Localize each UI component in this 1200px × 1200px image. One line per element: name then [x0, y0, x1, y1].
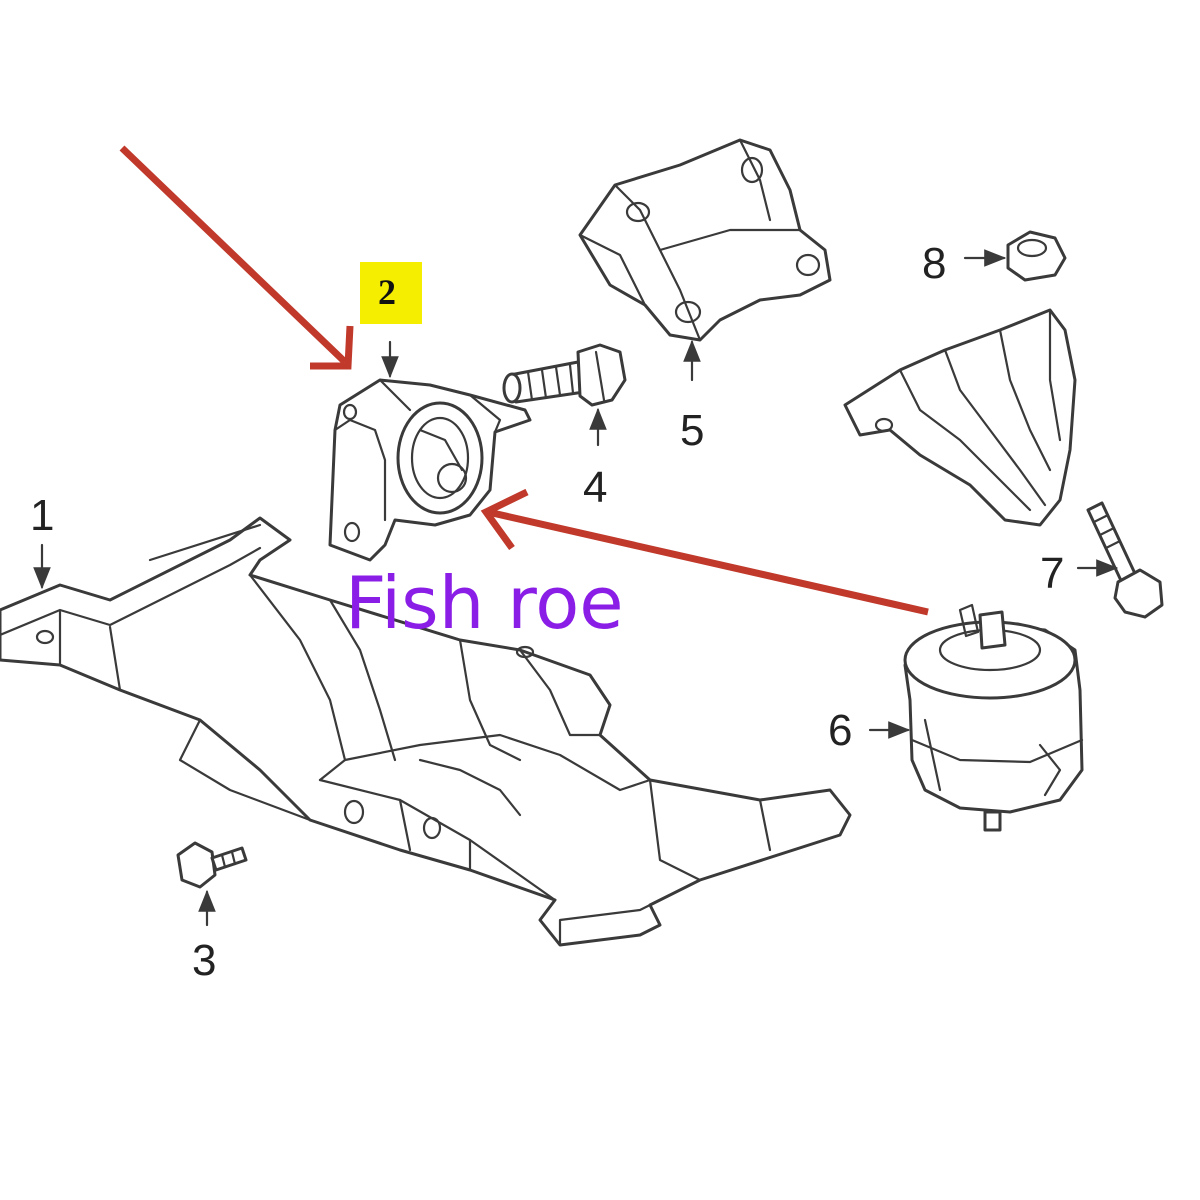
callout-5: 5 [680, 406, 704, 455]
bolt-part-4 [502, 343, 627, 407]
callout-4: 4 [583, 463, 607, 512]
callout-7: 7 [1040, 549, 1064, 598]
transmission-mount-part-2 [328, 378, 532, 562]
engine-mount-part-6 [903, 603, 1084, 832]
callout-2-highlight: 2 [360, 262, 422, 324]
callout-6: 6 [828, 706, 852, 755]
bolt-part-7 [1086, 501, 1164, 619]
leader-arrows [33, 249, 1119, 927]
bolt-part-3 [176, 841, 248, 889]
annotation-label: Fish roe [345, 561, 624, 645]
callout-3: 3 [192, 936, 216, 985]
red-annotation-arrows [119, 145, 929, 616]
crossmember [0, 516, 852, 947]
callout-1: 1 [30, 491, 54, 540]
nut-part-8 [1006, 230, 1067, 282]
bracket-part-5 [578, 138, 832, 342]
callout-8: 8 [922, 239, 946, 288]
mount-bracket-upper [843, 308, 1077, 527]
callout-2: 2 [378, 272, 396, 312]
